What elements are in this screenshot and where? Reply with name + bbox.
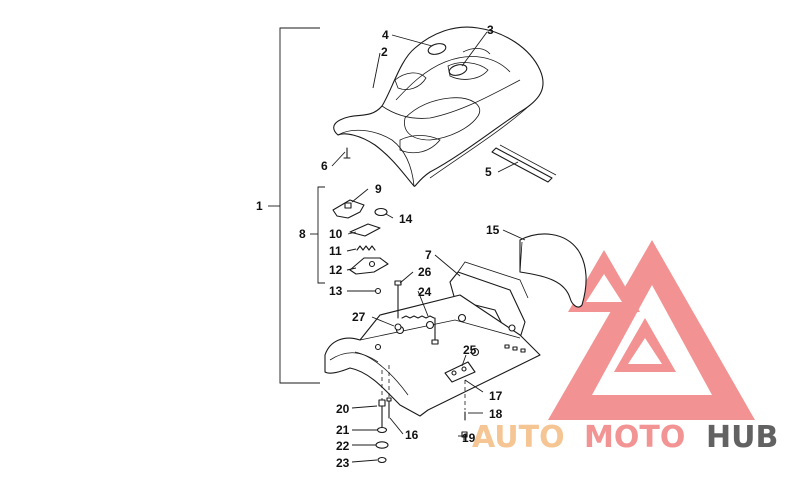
watermark-wordmark: AUTO MOTO HUB [472,420,778,455]
callout-1: 1 [256,199,263,213]
watermark-logo [548,240,755,420]
strap-5 [491,144,557,183]
callout-labels: 1 2 3 4 5 6 7 8 9 10 11 12 13 14 15 16 1… [256,23,503,470]
callout-5: 5 [485,165,492,179]
callout-16: 16 [405,428,419,442]
callout-10: 10 [329,227,343,241]
callout-19: 19 [462,431,476,445]
callout-13: 13 [329,284,343,298]
callout-11: 11 [329,244,342,258]
callout-2: 2 [381,45,388,59]
callout-9: 9 [375,182,382,196]
sub-bracket-8 [310,186,325,284]
watermark-triangle-left-cut [586,274,622,302]
latch-12 [349,257,389,275]
callout-12: 12 [329,263,343,277]
leader-lines [331,31,526,463]
watermark-moto: MOTO [584,420,685,455]
spring-11 [356,245,376,251]
callout-7: 7 [425,248,432,262]
callout-6: 6 [321,159,328,173]
callout-25: 25 [463,343,477,357]
latch-assembly [332,199,389,295]
callout-15: 15 [486,223,500,237]
bolt-stack-left [375,365,392,464]
callout-4: 4 [382,28,389,42]
callout-14: 14 [399,212,413,226]
latch-10 [349,223,381,237]
bolt-stack-right [461,380,468,441]
pin-6 [343,147,351,159]
callout-18: 18 [489,407,503,421]
watermark-hub: HUB [706,420,778,455]
callout-27: 27 [352,310,366,324]
latch-plate-9 [332,199,365,219]
callout-17: 17 [489,389,503,403]
seat-cushion [333,26,544,187]
watermark-auto: AUTO [472,420,565,455]
seat-base [324,261,541,417]
callout-21: 21 [336,423,350,437]
callout-24: 24 [418,285,432,299]
callout-23: 23 [336,456,350,470]
washer-13 [374,287,382,295]
assembly-bracket [268,27,320,384]
callout-22: 22 [336,439,350,453]
watermark-triangle-inner-cut [628,338,662,364]
callout-26: 26 [418,265,432,279]
callout-8: 8 [299,227,306,241]
callout-20: 20 [336,402,350,416]
callout-3: 3 [487,23,494,37]
studs-26-27 [394,280,439,345]
cover-15 [519,233,587,308]
